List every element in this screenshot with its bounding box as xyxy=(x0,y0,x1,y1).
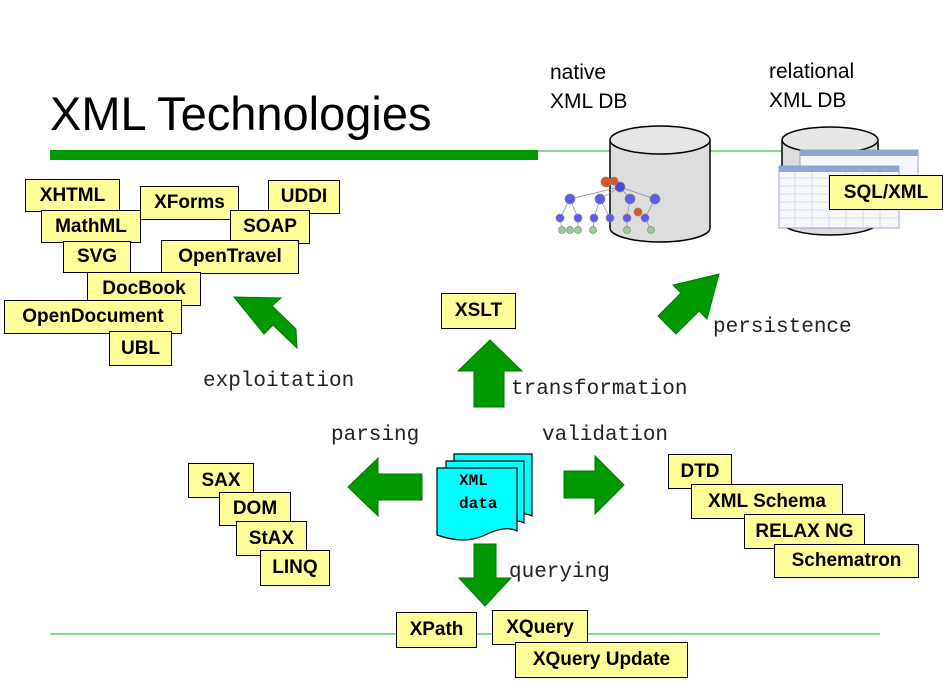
tech-box-linq: LINQ xyxy=(260,550,330,586)
tech-box-relax-ng: RELAX NG xyxy=(744,514,865,549)
tech-box-xquery-update: XQuery Update xyxy=(515,642,688,678)
transformation-arrow xyxy=(456,339,524,408)
xml-tree-graphic xyxy=(555,176,661,234)
native-db-label: native XML DB xyxy=(550,58,627,116)
native-db-label-line1: native xyxy=(550,61,607,84)
slide-title: XML Technologies xyxy=(50,87,432,140)
xml-data-docs xyxy=(436,453,533,541)
tech-box-xslt: XSLT xyxy=(441,293,516,329)
tech-box-xforms: XForms xyxy=(140,186,239,220)
parsing-arrow xyxy=(347,456,423,518)
querying-arrow xyxy=(457,543,513,607)
validation-arrow xyxy=(563,454,625,516)
xml-data-label: XML data xyxy=(459,470,497,516)
xml-data-line2: data xyxy=(459,495,498,513)
tech-box-opendocument: OpenDocument xyxy=(4,300,182,334)
exploitation-arrow xyxy=(232,296,298,350)
persistence-arrow xyxy=(657,273,720,335)
relational-db-label: relational XML DB xyxy=(769,57,854,115)
tech-box-xhtml: XHTML xyxy=(25,179,120,212)
tech-box-ubl: UBL xyxy=(109,331,172,366)
native-db-label-line2: XML DB xyxy=(550,90,628,113)
persistence-label: persistence xyxy=(713,316,852,339)
sqlxml-box: SQL/XML xyxy=(829,175,943,210)
querying-label: querying xyxy=(509,561,610,584)
tech-box-soap: SOAP xyxy=(230,210,310,244)
native-db-cylinder xyxy=(609,125,711,243)
tech-box-dtd: DTD xyxy=(668,454,732,489)
tech-box-svg: SVG xyxy=(63,241,131,273)
tech-box-schematron: Schematron xyxy=(774,544,919,578)
tech-box-xquery: XQuery xyxy=(492,610,588,645)
xml-data-line1: XML xyxy=(459,472,488,490)
validation-label: validation xyxy=(542,424,669,447)
tech-box-mathml: MathML xyxy=(41,210,141,243)
relational-db-label-line1: relational xyxy=(769,60,855,83)
tech-box-xml-schema: XML Schema xyxy=(691,484,843,519)
tech-box-xpath: XPath xyxy=(396,612,477,648)
exploitation-label: exploitation xyxy=(203,370,355,393)
tech-box-opentravel: OpenTravel xyxy=(161,240,299,274)
tech-box-uddi: UDDI xyxy=(268,180,340,214)
transformation-label: transformation xyxy=(511,378,688,401)
relational-db-label-line2: XML DB xyxy=(769,89,847,112)
parsing-label: parsing xyxy=(331,424,420,447)
title-underline-bar xyxy=(50,150,538,160)
